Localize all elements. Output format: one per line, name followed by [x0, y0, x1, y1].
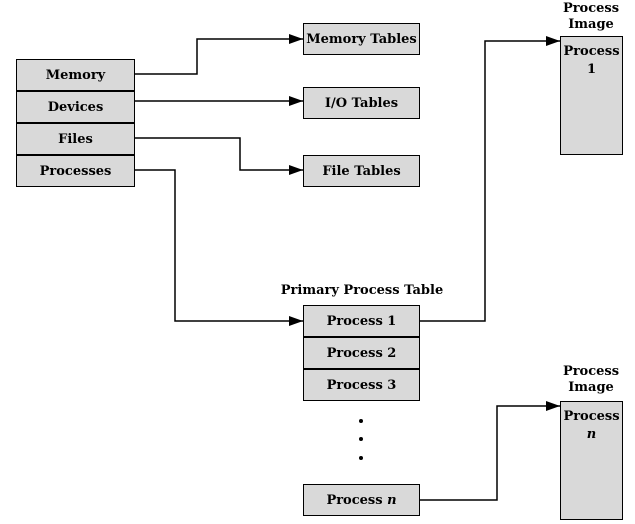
process-image-1-content-line1: Process	[563, 44, 620, 59]
arrow-process-n-to-image-n	[420, 401, 560, 501]
process-image-n-title-line1: Process	[562, 364, 620, 379]
arrow-process-1-to-image-1	[420, 36, 560, 322]
arrow-memory-to-memory-tables	[135, 34, 303, 75]
primary-table-row-2-label: Process 2	[326, 345, 397, 361]
os-table-files: Files	[16, 123, 135, 155]
os-table-processes-label: Processes	[39, 163, 112, 179]
process-image-1-box: Process 1	[560, 36, 623, 155]
process-image-1-title: Process Image	[551, 1, 631, 33]
primary-table-row-n-prefix: Process	[326, 492, 388, 508]
io-tables-label: I/O Tables	[324, 95, 399, 111]
process-image-n-title: Process Image	[551, 364, 631, 396]
ellipsis-dot-1	[359, 419, 363, 423]
ellipsis-dot-3	[359, 456, 363, 460]
arrow-files-to-file-tables	[135, 137, 303, 175]
primary-table-row-3: Process 3	[303, 369, 420, 401]
process-image-n-content-line1: Process	[563, 409, 620, 424]
file-tables-box: File Tables	[303, 155, 420, 187]
memory-tables-box: Memory Tables	[303, 23, 420, 55]
primary-table-row-n: Process n	[303, 484, 420, 516]
os-table-memory: Memory	[16, 59, 135, 91]
file-tables-label: File Tables	[322, 163, 401, 179]
arrow-processes-to-primary-table	[135, 169, 303, 326]
process-image-1-title-line2: Image	[568, 17, 614, 32]
io-tables-box: I/O Tables	[303, 87, 420, 119]
process-image-1-content-line2: 1	[586, 62, 597, 77]
os-table-memory-label: Memory	[45, 67, 106, 83]
process-image-n-box: Process n	[560, 401, 623, 520]
process-image-n-title-line2: Image	[568, 380, 614, 395]
ellipsis-dot-2	[359, 437, 363, 441]
os-table-devices-label: Devices	[47, 99, 104, 115]
os-table-files-label: Files	[58, 131, 93, 147]
primary-process-table-title: Primary Process Table	[280, 283, 444, 298]
os-table-devices: Devices	[16, 91, 135, 123]
process-image-1-title-line1: Process	[562, 1, 620, 16]
primary-table-row-1: Process 1	[303, 305, 420, 337]
primary-table-row-3-label: Process 3	[326, 377, 397, 393]
process-image-n-content-line2: n	[586, 427, 597, 442]
primary-table-row-2: Process 2	[303, 337, 420, 369]
primary-table-row-1-label: Process 1	[326, 313, 397, 329]
primary-table-ellipsis: ...	[355, 415, 367, 467]
memory-tables-label: Memory Tables	[306, 31, 417, 47]
primary-table-row-n-var: n	[387, 492, 397, 508]
os-table-processes: Processes	[16, 155, 135, 187]
